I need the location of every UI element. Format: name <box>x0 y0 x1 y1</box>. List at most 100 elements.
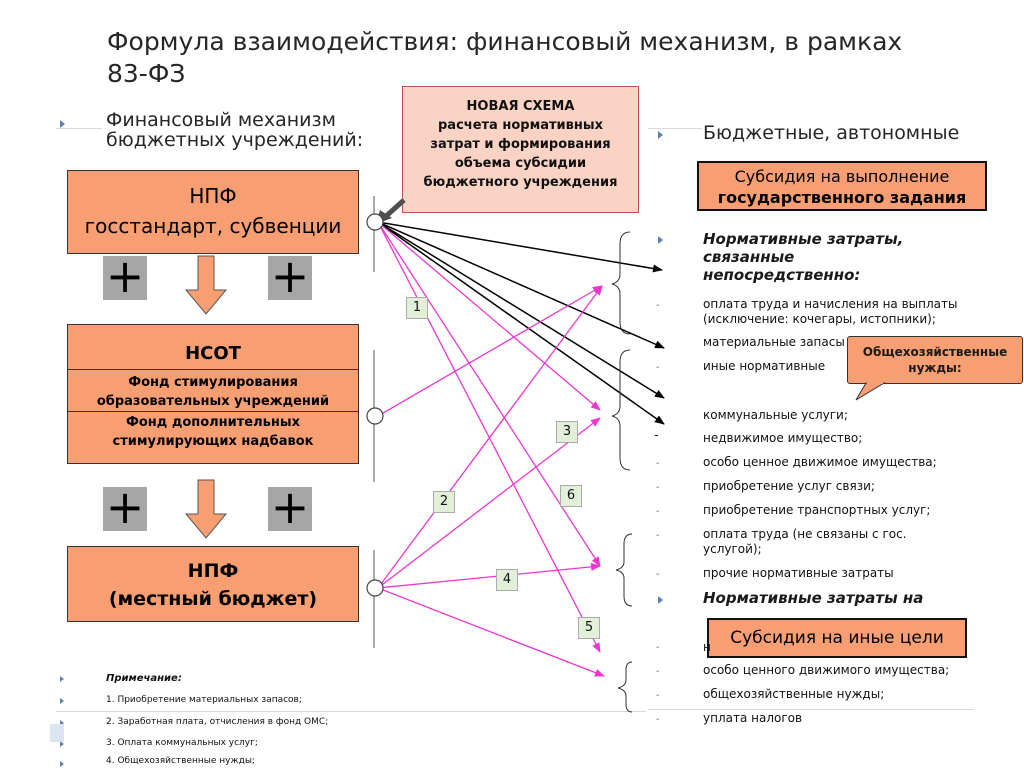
new-scheme-line: объема субсидии <box>454 156 587 171</box>
connector-arrow <box>382 198 406 220</box>
item-communication: приобретение услуг связи; <box>703 479 875 493</box>
direct-costs-line: непосредственно <box>703 266 855 284</box>
note-item: 3. Оплата коммунальных услуг; <box>106 738 258 748</box>
dash-marker: - <box>654 428 659 443</box>
dash-marker: - <box>656 530 660 541</box>
new-scheme-line: затрат и формирования <box>430 137 611 152</box>
subsidy-state-task-box: Субсидия на выполнение государственного … <box>697 161 987 211</box>
connector-line <box>377 562 601 589</box>
subsidy-line: Субсидия на выполнение <box>734 167 950 186</box>
notes-heading: Примечание: <box>106 673 182 684</box>
number-label: 3 <box>556 421 578 443</box>
dash-marker: - <box>656 300 660 311</box>
dash-marker: - <box>656 569 660 580</box>
new-scheme-line: расчета нормативных <box>438 118 603 133</box>
number-label: 6 <box>560 485 582 507</box>
dash-marker: - <box>656 642 660 653</box>
divider <box>648 128 702 129</box>
note-item: 2. Заработная плата, отчисления в фонд О… <box>106 717 329 727</box>
plus-sign: + <box>268 253 312 300</box>
dash-marker: - <box>656 506 660 517</box>
down-arrow-icon <box>184 255 228 315</box>
nsot-box: НСОТ Фонд стимулирования образовательных… <box>67 324 359 464</box>
dash-marker: - <box>656 482 660 493</box>
item-line: (исключение: кочегары, истопники); <box>703 312 936 326</box>
item-taxes: уплата налогов <box>703 711 803 725</box>
connection-node <box>366 213 384 231</box>
brace-icon <box>611 231 631 335</box>
fund-line: образовательных учреждений <box>96 394 330 409</box>
item-fragment: н <box>703 640 711 654</box>
npf-state-title: НПФ <box>189 184 237 208</box>
bullet-icon <box>60 741 64 747</box>
left-heading: Финансовый механизм бюджетных учреждений… <box>106 110 364 151</box>
direct-costs-line: Нормативные затраты, <box>703 230 904 248</box>
brace-icon <box>617 661 633 713</box>
connection-node <box>366 579 384 597</box>
npf-state-box: НПФ госстандарт, субвенции <box>67 170 359 254</box>
divider <box>68 411 358 412</box>
slide-title: Формула взаимодействия: финансовый механ… <box>107 27 903 88</box>
right-heading: Бюджетные, автономные <box>703 122 960 144</box>
notes-heading-text: Примечание <box>106 673 178 684</box>
note-item: 4. Общехозяйственные нужды; <box>106 756 255 766</box>
bullet-icon <box>60 676 64 682</box>
dash-marker: - <box>656 666 660 677</box>
direct-costs-line: связанные <box>703 248 795 266</box>
bullet-icon <box>60 120 65 128</box>
item-valuable-property-bottom: особо ценного движимого имущества; <box>703 663 950 677</box>
npf-local-title: НПФ <box>187 560 239 582</box>
subsidy-line: государственного задания <box>717 188 967 207</box>
dash-marker: - <box>656 458 660 469</box>
plus-sign: + <box>103 484 147 531</box>
divider <box>68 369 358 370</box>
connection-node <box>366 407 384 425</box>
npf-state-subtitle: госстандарт, субвенции <box>84 214 342 238</box>
dash-marker: - <box>656 714 660 725</box>
subsidy-other-box: Субсидия на иные цели <box>707 618 967 658</box>
general-needs-callout: Общехозяйственные нужды: <box>847 336 1023 384</box>
divider <box>56 128 102 129</box>
fund-line: стимулирующих надбавок <box>112 434 314 449</box>
scroll-marker <box>50 724 64 742</box>
item-materials: материальные запасы <box>703 335 845 349</box>
bullet-icon <box>60 698 64 704</box>
normative-on-heading: Нормативные затраты на <box>703 589 924 607</box>
item-line: оплата труда (не связаны с гос. <box>703 527 907 541</box>
number-label: 1 <box>406 297 428 319</box>
item-valuable-property: особо ценное движимое имущества; <box>703 455 937 469</box>
arrowhead-icon <box>376 210 392 224</box>
bullet-icon <box>658 596 663 604</box>
fund-line: Фонд дополнительных <box>125 415 300 430</box>
connector-line <box>377 221 663 273</box>
new-scheme-box: НОВАЯ СХЕМА расчета нормативных затрат и… <box>402 86 639 213</box>
number-label: 5 <box>578 617 600 639</box>
bullet-icon <box>60 761 64 767</box>
number-label: 2 <box>433 491 455 513</box>
item-transport: приобретение транспортных услуг; <box>703 503 931 517</box>
fund-line: Фонд стимулирования <box>128 375 298 390</box>
dash-marker: - <box>656 362 660 373</box>
dash-marker: - <box>656 338 660 349</box>
divider <box>648 709 974 710</box>
plus-sign: + <box>103 253 147 300</box>
bullet-icon <box>60 720 64 726</box>
plus-sign: + <box>268 484 312 531</box>
nsot-title: НСОТ <box>185 343 241 364</box>
divider <box>56 711 646 712</box>
item-other-normative: иные нормативные <box>703 359 826 373</box>
item-communal: коммунальные услуги; <box>703 408 848 422</box>
npf-local-subtitle: (местный бюджет) <box>108 588 318 610</box>
new-scheme-line: НОВАЯ СХЕМА <box>466 99 575 114</box>
connector-line <box>377 221 665 425</box>
new-scheme-line: бюджетного учреждения <box>423 175 618 190</box>
item-salary: оплата труда и начисления на выплаты (ис… <box>703 297 957 327</box>
callout-pointer-icon <box>855 382 886 401</box>
connector-line <box>377 587 605 677</box>
direct-costs-colon: : <box>854 266 861 284</box>
bullet-icon <box>658 131 663 139</box>
npf-local-box: НПФ (местный бюджет) <box>67 546 359 622</box>
item-line: услугой); <box>703 542 762 556</box>
connector-line <box>377 221 665 349</box>
note-item: 1. Приобретение материальных запасов; <box>106 695 302 705</box>
